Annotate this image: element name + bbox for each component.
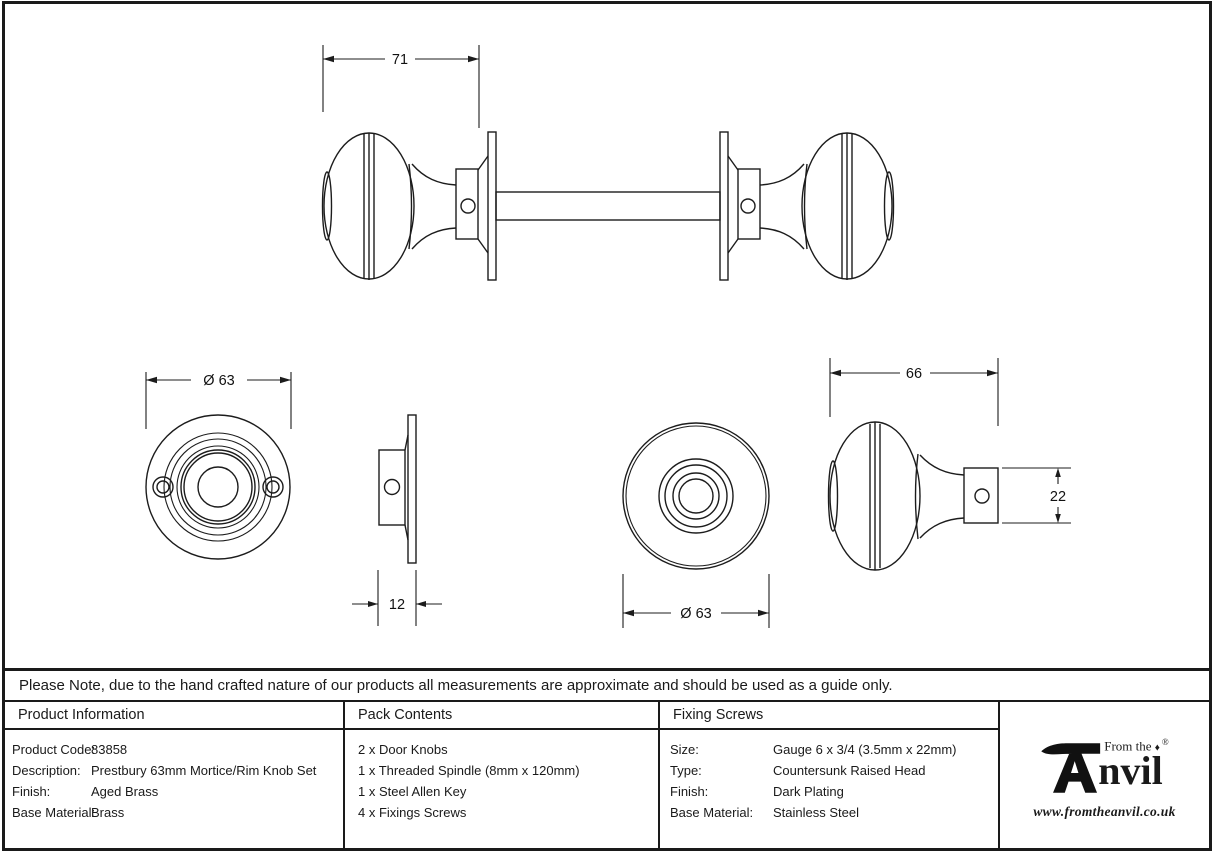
header-pack-contents: Pack Contents: [345, 702, 660, 730]
anvil-icon: [1041, 743, 1101, 793]
row-value: Brass: [91, 805, 125, 820]
row-value: Gauge 6 x 3/4 (3.5mm x 22mm): [773, 742, 957, 757]
dimension-assembly-projection: 71: [322, 45, 480, 128]
fixing-screws-cell: Size: Type: Finish: Base Material: Gauge…: [660, 730, 1000, 848]
anvil-logo: From the ♦® nvil: [1040, 730, 1169, 800]
row-label: Type:: [670, 763, 702, 778]
dimension-label-knob-diameter: Ø 63: [680, 606, 711, 622]
row-value: Prestbury 63mm Mortice/Rim Knob Set: [91, 763, 317, 778]
spec-table: Product Information Pack Contents Fixing…: [5, 702, 1209, 848]
dimension-knob-length: 66: [829, 358, 999, 426]
header-fixing-screws: Fixing Screws: [660, 702, 1000, 730]
spindle: [495, 191, 721, 221]
pack-contents-cell: 2 x Door Knobs 1 x Threaded Spindle (8mm…: [345, 730, 660, 848]
pack-item: 1 x Threaded Spindle (8mm x 120mm): [358, 763, 580, 778]
row-value: 83858: [91, 742, 128, 757]
logo-url: www.fromtheanvil.co.uk: [1033, 804, 1176, 819]
dimension-knob-diameter: Ø 63: [622, 574, 770, 628]
pack-item: 4 x Fixings Screws: [358, 805, 467, 820]
rose-side-view: [378, 414, 417, 564]
knob-front-view: [622, 422, 770, 570]
brand-logo-cell: From the ♦® nvil www.fromtheanvil.co.uk: [1000, 702, 1209, 848]
dimension-label-knob-length: 66: [906, 366, 922, 382]
pack-item: 2 x Door Knobs: [358, 742, 448, 757]
technical-drawing: 71: [145, 45, 1071, 628]
row-value: Stainless Steel: [773, 805, 859, 820]
technical-drawing-area: 71: [5, 4, 1209, 668]
dimension-shank-height: 22: [1002, 467, 1071, 524]
row-label: Product Code:: [12, 742, 96, 757]
knob-side-view: [827, 421, 999, 571]
diamond-icon: ♦: [1154, 742, 1160, 754]
note-text: Please Note, due to the hand crafted nat…: [19, 677, 893, 694]
dimension-label-71: 71: [392, 52, 408, 68]
row-value: Dark Plating: [773, 784, 844, 799]
measurement-note: Please Note, due to the hand crafted nat…: [5, 668, 1209, 702]
row-label: Description:: [12, 763, 81, 778]
registered-mark: ®: [1161, 737, 1169, 747]
row-value: Countersunk Raised Head: [773, 763, 926, 778]
dimension-rose-diameter: Ø 63: [145, 372, 292, 429]
header-product-information: Product Information: [5, 702, 345, 730]
dimension-label-shank-height: 22: [1050, 489, 1066, 505]
logo-brand-text: nvil: [1098, 748, 1163, 794]
row-value: Aged Brass: [91, 784, 159, 799]
row-label: Size:: [670, 742, 699, 757]
dimension-rose-depth: 12: [352, 570, 442, 626]
row-label: Base Material:: [12, 805, 96, 820]
rose-front-view: [145, 414, 291, 560]
knob-assembly-side-view: [321, 131, 895, 281]
row-label: Finish:: [12, 784, 51, 799]
row-label: Finish:: [670, 784, 709, 799]
row-label: Base Material:: [670, 805, 754, 820]
logo-prefix: From the ♦®: [1104, 737, 1169, 754]
dimension-label-rose-diameter: Ø 63: [203, 373, 234, 389]
dimension-label-rose-depth: 12: [389, 597, 405, 613]
product-information-cell: Product Code: Description: Finish: Base …: [5, 730, 345, 848]
pack-item: 1 x Steel Allen Key: [358, 784, 467, 799]
